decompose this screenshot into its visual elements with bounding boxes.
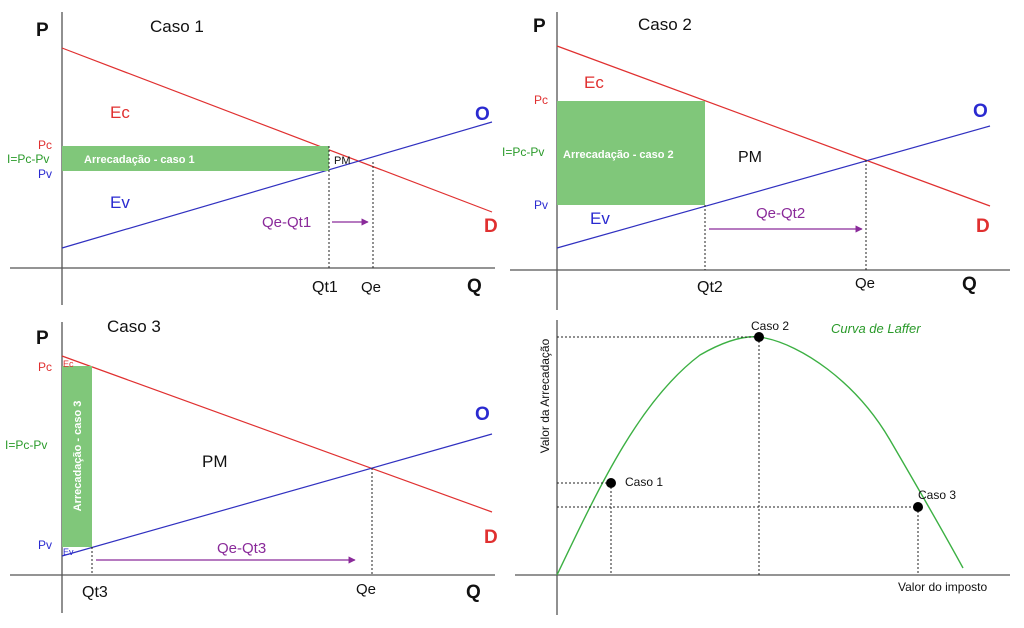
- point-label-caso-2: Caso 2: [751, 319, 789, 333]
- revenue-area: [62, 366, 92, 547]
- pc-label: Pc: [534, 93, 548, 107]
- demand-name: D: [976, 216, 990, 237]
- supply-name: O: [475, 104, 490, 125]
- p-label: P: [36, 20, 49, 41]
- tax-label: I=Pc-Pv: [5, 438, 47, 452]
- q-label: Q: [467, 276, 482, 297]
- p-label: P: [36, 328, 49, 349]
- ec-label: Ec: [110, 103, 130, 122]
- demand-line: [556, 45, 991, 207]
- ev-label: Ev: [590, 209, 610, 228]
- panel-caso-2: P Caso 2 Ec Ev Pc I=Pc-Pv Pv Arrecadação…: [502, 12, 1010, 310]
- point-label-caso-3: Caso 3: [918, 488, 956, 502]
- panel-title: Caso 1: [150, 17, 204, 36]
- q-label: Q: [466, 582, 481, 603]
- qt-label: Qt3: [82, 584, 108, 601]
- gap-label: Qe-Qt1: [262, 214, 311, 231]
- panel-caso-3: P Caso 3 Ec Ev Pc I=Pc-Pv Pv Arrecadação…: [5, 317, 498, 613]
- demand-line: [61, 47, 493, 213]
- pv-label: Pv: [534, 198, 548, 212]
- demand-line: [61, 355, 493, 513]
- pv-label: Pv: [38, 538, 52, 552]
- panel-title: Caso 3: [107, 317, 161, 336]
- point-caso-1: [606, 478, 616, 488]
- laffer-title: Curva de Laffer: [831, 321, 921, 336]
- p-label: P: [533, 16, 546, 37]
- ev-label: Ev: [63, 547, 74, 557]
- qt-label: Qt2: [697, 279, 723, 296]
- laffer-curve: [556, 336, 964, 576]
- demand-name: D: [484, 527, 498, 548]
- supply-line: [61, 121, 493, 249]
- x-axis-label: Valor do imposto: [898, 580, 987, 594]
- supply-name: O: [475, 404, 490, 425]
- revenue-area: [557, 101, 705, 205]
- supply-line: [61, 433, 493, 557]
- pv-label: Pv: [38, 167, 52, 181]
- gap-label: Qe-Qt2: [756, 205, 805, 222]
- qe-label: Qe: [361, 279, 381, 296]
- demand-name: D: [484, 216, 498, 237]
- supply-line: [556, 125, 991, 249]
- tax-label: I=Pc-Pv: [7, 152, 49, 166]
- pc-label: Pc: [38, 138, 52, 152]
- point-label-caso-1: Caso 1: [625, 475, 663, 489]
- pc-label: Pc: [38, 360, 52, 374]
- ec-label: Ec: [584, 73, 604, 92]
- pm-label: PM: [334, 155, 351, 167]
- revenue-label: Arrecadação - caso 3: [72, 401, 84, 512]
- revenue-label: Arrecadação - caso 2: [563, 149, 674, 161]
- point-caso-2: [754, 332, 764, 342]
- point-caso-3: [913, 502, 923, 512]
- pm-label: PM: [738, 149, 762, 166]
- pm-label: PM: [202, 452, 228, 471]
- qt-label: Qt1: [312, 279, 338, 296]
- tax-label: I=Pc-Pv: [502, 145, 544, 159]
- ev-label: Ev: [110, 193, 130, 212]
- supply-name: O: [973, 101, 988, 122]
- revenue-area: [62, 146, 329, 171]
- qe-label: Qe: [356, 581, 376, 598]
- panel-caso-1: P Caso 1 Ec Ev Pc I=Pc-Pv Pv Arrecadação…: [7, 12, 498, 305]
- qe-label: Qe: [855, 275, 875, 292]
- q-label: Q: [962, 274, 977, 295]
- y-axis-label: Valor da Arrecadação: [538, 338, 552, 453]
- panel-laffer: Caso 1 Caso 2 Caso 3 Curva de Laffer Val…: [515, 319, 1010, 615]
- gap-label: Qe-Qt3: [217, 540, 266, 557]
- revenue-label: Arrecadação - caso 1: [84, 154, 195, 166]
- ec-label: Ec: [63, 359, 74, 369]
- panel-title: Caso 2: [638, 15, 692, 34]
